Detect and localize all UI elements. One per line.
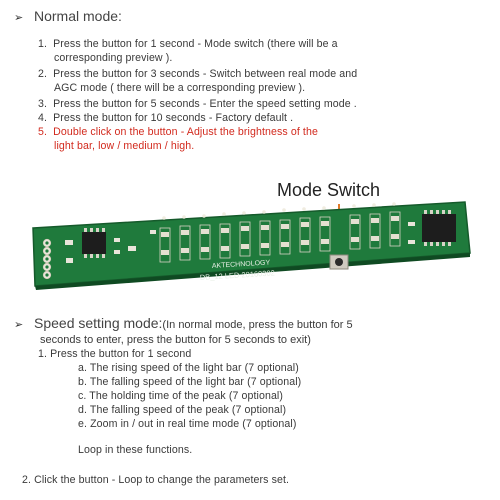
speed-intro-cont: seconds to enter, press the button for 5…	[40, 334, 311, 346]
left-chip	[82, 232, 106, 254]
speed-step-2: 2. Click the button - Loop to change the…	[22, 474, 290, 486]
normal-item-4: 4. Press the button for 10 seconds - Fac…	[38, 112, 294, 124]
speed-subitem-d: d. The falling speed of the peak (7 opti…	[78, 404, 287, 416]
normal-item-1-cont: corresponding preview ).	[54, 52, 173, 64]
normal-item-2: 2. Press the button for 3 seconds - Swit…	[38, 68, 358, 80]
normal-item-2-cont: AGC mode ( there will be a corresponding…	[54, 82, 306, 94]
normal-item-5-cont: light bar, low / medium / high.	[54, 140, 195, 152]
speed-subitem-c: c. The holding time of the peak (7 optio…	[78, 390, 284, 402]
silkscreen-line1: AKTECHNOLOGY	[212, 259, 271, 270]
speed-subitem-b: b. The falling speed of the light bar (7…	[78, 376, 302, 388]
speed-mode-title: Speed setting mode:(In normal mode, pres…	[34, 315, 353, 331]
speed-bullet-icon: ➢	[14, 319, 24, 331]
speed-subitem-a: a. The rising speed of the light bar (7 …	[78, 362, 299, 374]
normal-item-5: 5. Double click on the button - Adjust t…	[38, 126, 318, 138]
mode-switch-callout: Mode Switch	[277, 180, 381, 200]
normal-item-1: 1. Press the button for 1 second - Mode …	[38, 38, 338, 50]
speed-step-1: 1. Press the button for 1 second	[38, 348, 192, 360]
led-columns	[159, 211, 401, 263]
normal-bullet-icon: ➢	[14, 12, 24, 24]
right-chip	[422, 214, 456, 242]
normal-mode-title: Normal mode:	[34, 8, 122, 24]
normal-item-3: 3. Press the button for 5 seconds - Ente…	[38, 98, 357, 110]
header-holes	[162, 202, 396, 220]
pcb-edge	[35, 253, 470, 290]
speed-subitem-e: e. Zoom in / out in real time mode (7 op…	[78, 418, 297, 430]
led-pads	[161, 216, 399, 255]
speed-loop-note: Loop in these functions.	[78, 444, 193, 456]
